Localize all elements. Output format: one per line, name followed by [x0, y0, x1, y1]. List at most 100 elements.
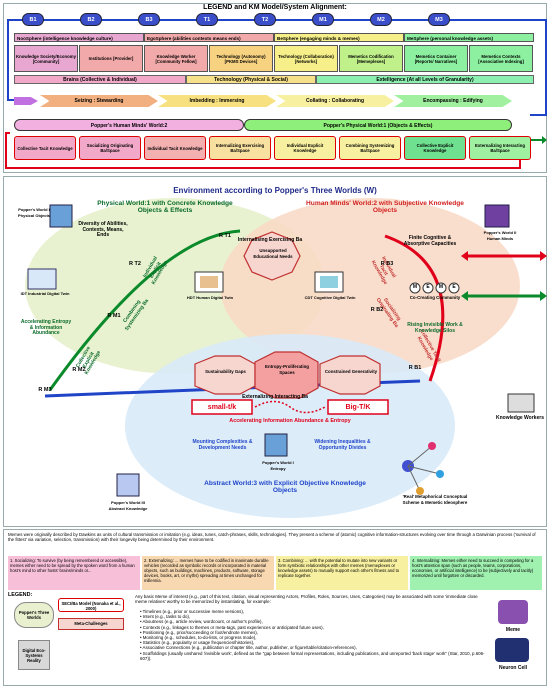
band-2: Extelligence (At all Levels of Granulari…	[316, 75, 534, 84]
seci-0: Collective Tacit Knowledge	[14, 136, 76, 160]
cell-5: Memetics Codification [Memeplexes]	[339, 45, 403, 72]
cell-4: Technology (Collaboration) [Networks]	[274, 45, 338, 72]
neuron-caption: Neuron Cell	[498, 665, 528, 671]
tk-wave	[254, 400, 326, 414]
green-arrowhead	[542, 136, 547, 144]
meme-circle-3	[435, 282, 447, 294]
small-tk-label: small-t/k	[207, 404, 237, 411]
green-arrowhead-left	[461, 291, 468, 301]
cell-6: Memetics Container [Reports/ Narratives]	[404, 45, 468, 72]
bullet-item: • Monitoring (e.g., schedules, to-do-lis…	[140, 635, 257, 641]
r-m1: R M1	[107, 313, 121, 319]
process-1: Imbedding : Immersing	[158, 95, 276, 107]
process-0: Seizing : Stewarding	[40, 95, 158, 107]
world1-entropy-cube	[264, 433, 288, 457]
sustainability-octagon	[194, 355, 256, 395]
legend-digital: Digital Eco-Systems Reality	[18, 640, 50, 670]
hdt-graphic	[200, 276, 218, 288]
meme-circle-4	[448, 282, 460, 294]
red-arrowhead-right	[540, 251, 547, 261]
externalizing-label: Externalizing Interacting Ba	[242, 394, 308, 400]
process-3: Encompassing : Edifying	[394, 95, 512, 107]
seci-5: Combining Systemizing Ba/Space	[339, 136, 401, 160]
finite-cognitive-label: Finite Cognitive & Absorptive Capacities	[403, 235, 457, 247]
meme-circle-1	[409, 282, 421, 294]
cell-3: Technology (Autonomy) [PKMS Devices]	[209, 45, 273, 72]
accel-info-label: Accelerating Information Abundance & Ent…	[229, 418, 351, 424]
bottom-frame	[3, 529, 547, 686]
bullet-item: • Contexts (e.g., linkages to themes or …	[140, 624, 324, 630]
real-meta-label: 'Real' Metaphorical Conceptual Scheme & …	[402, 494, 468, 505]
cell-2: Knowledge Worker [Community Fellow]	[144, 45, 208, 72]
right-blue-loop	[530, 19, 547, 116]
r-b3: R B3	[380, 261, 394, 267]
popper-w2-human: Popper's World II Human Minds	[483, 230, 517, 241]
process-2: Collating : Collaborating	[276, 95, 394, 107]
bullet-item: • Statistics (e.g., popularity or usage …	[140, 640, 255, 646]
cdt-label: CDT Cognitive Digital Twin	[304, 295, 356, 300]
seci-1: Socializing Originating Ba/Space	[79, 136, 141, 160]
laptop-icon	[507, 393, 535, 413]
meme-node-1	[428, 442, 436, 450]
legend-label: LEGEND:	[8, 592, 33, 598]
diagram-title: Environment according to Popper's Three …	[173, 186, 377, 195]
bullet-item: • Positioning (e.g., prior/succeeding or…	[140, 629, 258, 635]
bullet-item: • Timelines (e.g., prior or successive m…	[140, 609, 245, 614]
badge-b3: B3	[138, 13, 160, 26]
cdt-graphic	[320, 276, 338, 288]
r-b1: R B1	[408, 365, 422, 371]
bullets-intro: Any basic Meme of interest (e.g., part o…	[135, 594, 478, 605]
step-4: 4. Internalizing: Memes either need to s…	[410, 556, 542, 590]
legend-seci: SECI/Ba Model (Nonaka et al., 2000)	[58, 598, 124, 612]
cell-7: Memetics Contexts [Associative Indexing]	[469, 45, 533, 72]
band-1: Technology (Physical & Social)	[186, 75, 316, 84]
red-loop	[5, 132, 521, 169]
unsupported-octagon	[243, 231, 301, 281]
entropy-octagon	[254, 351, 319, 399]
diversity-label: Diversity of Abilities, Contexts, Means,…	[78, 221, 128, 239]
process-start-arrow	[14, 97, 38, 105]
meme-letter-1: M	[412, 284, 418, 290]
unsupported-label: Unsupported Educational Needs	[253, 248, 293, 259]
cell-1: Institutions [Provider]	[79, 45, 143, 72]
mounting-label: Mounting Complexities & Development Need…	[192, 439, 253, 451]
sphere-1: EgoSphere (abilities contexts means ends…	[144, 33, 274, 42]
big-tk-label: Big-T/K	[345, 404, 371, 411]
meme-caption: Meme	[505, 627, 521, 633]
r-b2: R B2	[370, 307, 384, 313]
rising-label: Rising Invisible Work & Knowledge Silos	[407, 322, 463, 334]
world2-image	[484, 204, 510, 228]
badge-t2: T2	[254, 13, 276, 26]
bullet-item: • Aboutness (e.g., article review, wordc…	[140, 619, 263, 625]
entropy-spaces-label: Entropy-Proliferating Spaces	[265, 364, 309, 375]
popper-w2-bar: Popper's Human Minds' World:2	[14, 119, 244, 131]
internalising-label: Internalising Exercising Ba	[237, 237, 303, 243]
diagram-shapes	[25, 198, 547, 518]
knowledge-workers-label: Knowledge Workers	[496, 415, 544, 421]
step-3: 3. Combining: ... with the potential to …	[276, 556, 408, 590]
popper-w1-entropy: Popper's World I Entropy	[262, 460, 294, 471]
r-m2: R M2	[72, 367, 86, 373]
bullet-item: • Intent (e.g., tasks to do),	[140, 614, 191, 620]
cell-0: Knowledge Society/Economy [Community]	[14, 45, 78, 72]
badge-m1: M1	[312, 13, 334, 26]
meme-node-2	[436, 470, 444, 478]
human-world-label: Human Minds' World:2 with Subjective Kno…	[306, 200, 464, 214]
big-tk-box	[327, 399, 389, 415]
popper-w1-bar: Popper's Physical World:1 (Objects & Eff…	[244, 119, 512, 131]
sphere-2: BeSphere (engaging minds & memes)	[274, 33, 404, 42]
r-m3: R M3	[38, 387, 52, 393]
bullet-item: • Associative Connections (e.g., publica…	[140, 645, 357, 651]
meme-circle-2	[422, 282, 434, 294]
seci-2: Individual Tacit Knowledge	[144, 136, 206, 160]
physical-world-label: Physical World:1 with Concrete Knowledge…	[97, 200, 233, 214]
badge-t1: T1	[196, 13, 218, 26]
badge-b2: B2	[80, 13, 102, 26]
r-t1: R T1	[219, 233, 231, 239]
meme-network-edge-3	[407, 465, 421, 492]
sphere-3: MeSphere (personal knowledge assets)	[404, 33, 534, 42]
r-t2: R T2	[129, 261, 141, 267]
neuron-image	[495, 638, 529, 662]
sustainability-label: Sustainability Gaps	[205, 369, 246, 374]
